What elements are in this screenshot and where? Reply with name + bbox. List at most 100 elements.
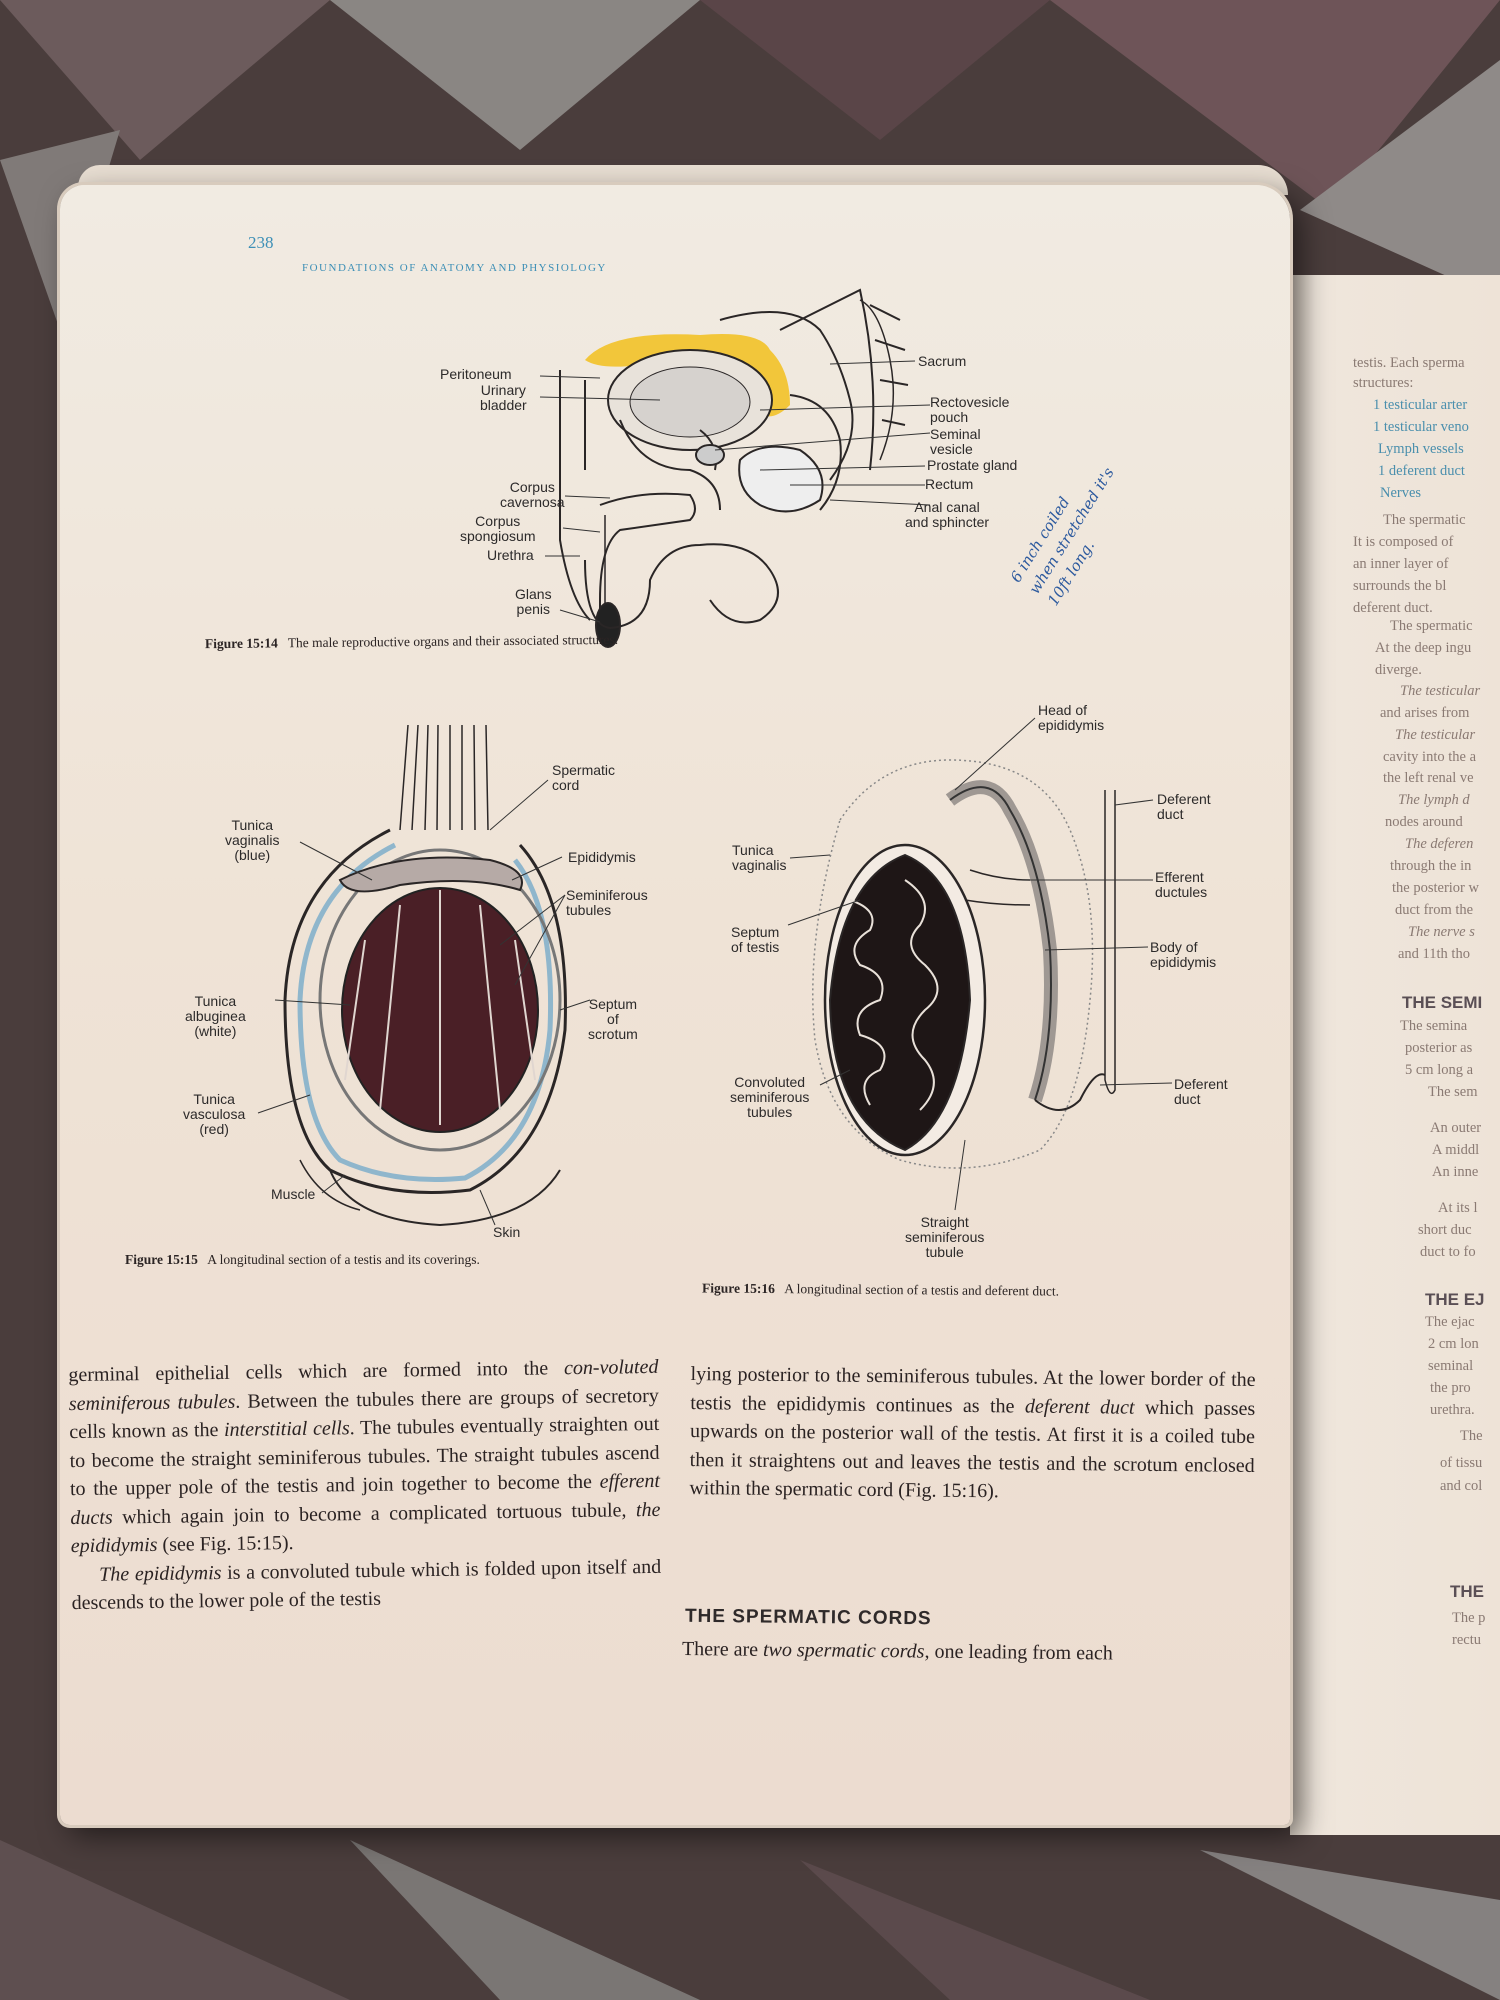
right-page-line: duct to fo xyxy=(1420,1244,1476,1260)
figure-15-15-caption: Figure 15:15 A longitudinal section of a… xyxy=(125,1252,480,1268)
right-page-line: An outer xyxy=(1430,1120,1482,1136)
label-prostate-gland: Prostate gland xyxy=(927,457,1018,473)
right-page-line: The spermatic xyxy=(1383,512,1466,528)
right-page-line: The p xyxy=(1452,1610,1486,1626)
label-epididymis: Epididymis xyxy=(568,849,636,865)
right-page-line: through the in xyxy=(1390,858,1472,874)
right-page-line: The nerve s xyxy=(1408,924,1475,940)
right-page-line: posterior as xyxy=(1405,1040,1473,1056)
right-page-line: the pro xyxy=(1430,1380,1471,1396)
term-interstitial-cells: interstitial cells xyxy=(223,1417,350,1441)
right-page-line: and arises from xyxy=(1380,705,1470,721)
right-page xyxy=(1290,275,1500,1835)
label-convoluted-seminiferous-tubules: Convoluted seminiferous tubules xyxy=(730,1074,810,1120)
right-page-line: cavity into the a xyxy=(1383,749,1477,765)
label-seminal-vesicle: Seminal vesicle xyxy=(930,426,981,457)
right-page-line: The deferen xyxy=(1405,836,1474,852)
right-page-line: and col xyxy=(1440,1478,1483,1494)
label-straight-seminiferous-tubule: Straight seminiferous tubule xyxy=(905,1214,985,1260)
right-page-line: diverge. xyxy=(1375,662,1422,678)
paragraph-epididymis: The epididymis is a convoluted tubule wh… xyxy=(71,1552,662,1617)
figure-15-15-caption-text: A longitudinal section of a testis and i… xyxy=(207,1252,480,1267)
label-septum-of-scrotum: Septum of scrotum xyxy=(588,996,638,1042)
label-seminiferous-tubules: Seminiferous tubules xyxy=(566,887,648,918)
label-rectovesicle-pouch: Rectovesicle pouch xyxy=(930,394,1010,425)
right-page-line: Lymph vessels xyxy=(1378,441,1464,457)
label-glans-penis: Glans penis xyxy=(515,586,552,617)
body-column-2: lying posterior to the seminiferous tubu… xyxy=(689,1360,1255,1508)
right-page-line: testis. Each sperma xyxy=(1353,355,1465,371)
text-run: (see Fig. 15:15). xyxy=(157,1532,294,1556)
paragraph-epididymis-continued: lying posterior to the seminiferous tubu… xyxy=(689,1360,1255,1508)
label-tunica-vaginalis: Tunica vaginalis xyxy=(732,842,787,873)
term-epididymis: The epididymis xyxy=(99,1561,222,1586)
right-page-line: An inne xyxy=(1432,1164,1479,1180)
right-page-heading-ejaculatory: THE EJ xyxy=(1425,1290,1485,1309)
label-head-of-epididymis: Head of epididymis xyxy=(1038,702,1105,733)
label-spermatic-cord: Spermatic cord xyxy=(552,762,616,793)
right-page-line: and 11th tho xyxy=(1398,946,1470,962)
right-page-line: 1 deferent duct xyxy=(1378,463,1465,479)
right-page-line: At its l xyxy=(1438,1200,1478,1216)
right-page-line: of tissu xyxy=(1440,1455,1483,1471)
body-column-1: germinal epithelial cells which are form… xyxy=(68,1353,662,1618)
right-page-line: The lymph d xyxy=(1398,792,1470,808)
right-page-line: short duc xyxy=(1418,1222,1472,1238)
paragraph-spermatic-cords: There are two spermatic cords, one leadi… xyxy=(682,1635,1257,1670)
term-deferent-duct: deferent duct xyxy=(1024,1395,1135,1419)
page-number: 238 xyxy=(248,233,274,252)
label-urethra: Urethra xyxy=(487,547,534,563)
right-page-line: The semina xyxy=(1400,1018,1468,1034)
running-head: FOUNDATIONS OF ANATOMY AND PHYSIOLOGY xyxy=(302,262,607,274)
label-deferent-duct-bottom: Deferent duct xyxy=(1174,1076,1228,1107)
figure-15-14-caption-text: The male reproductive organs and their a… xyxy=(287,631,619,651)
figure-15-16-caption-label: Figure 15:16 xyxy=(701,1280,775,1297)
heading-spermatic-cords: THE SPERMATIC CORDS xyxy=(684,1605,932,1630)
figure-15-16-caption: Figure 15:16 A longitudinal section of a… xyxy=(702,1280,1059,1299)
right-page-line: Nerves xyxy=(1380,485,1422,501)
label-rectum: Rectum xyxy=(925,476,974,492)
label-septum-of-testis: Septum of testis xyxy=(731,924,780,955)
right-page-line: rectu xyxy=(1452,1632,1481,1648)
right-page-line: duct from the xyxy=(1395,902,1474,918)
label-efferent-ductules: Efferent ductules xyxy=(1155,869,1208,900)
right-page-line: 2 cm lon xyxy=(1428,1336,1479,1352)
text-run: , one leading from each xyxy=(924,1640,1113,1665)
right-page-line: It is composed of xyxy=(1353,534,1454,550)
figure-15-16-caption-text: A longitudinal section of a testis and d… xyxy=(784,1281,1060,1299)
right-page-line: The sem xyxy=(1428,1084,1478,1100)
label-anal-canal: Anal canal and sphincter xyxy=(905,499,990,530)
paragraph-germinal-cells: germinal epithelial cells which are form… xyxy=(68,1353,661,1561)
text-run: There are xyxy=(681,1637,764,1661)
label-peritoneum: Peritoneum xyxy=(440,366,512,382)
label-urinary-bladder: Urinary bladder xyxy=(480,382,527,413)
label-body-of-epididymis: Body of epididymis xyxy=(1150,939,1217,970)
right-page-line: deferent duct. xyxy=(1353,600,1433,616)
right-page-line: nodes around xyxy=(1385,814,1463,830)
right-page-line: an inner layer of xyxy=(1353,556,1449,572)
label-sacrum: Sacrum xyxy=(918,353,967,369)
right-page-heading: THE xyxy=(1450,1582,1484,1601)
label-muscle: Muscle xyxy=(271,1186,316,1202)
text-run: which again join to become a complicated… xyxy=(112,1498,637,1529)
label-corpus-cavernosa: Corpus cavernosa xyxy=(500,479,565,510)
right-page-line: At the deep ingu xyxy=(1375,640,1472,656)
figure-15-15-caption-label: Figure 15:15 xyxy=(125,1252,198,1267)
term-two-spermatic-cords: two spermatic cords xyxy=(762,1638,925,1663)
right-page-line: seminal xyxy=(1428,1358,1474,1374)
right-page-line: The testicular xyxy=(1400,683,1481,699)
label-tunica-vasculosa-red: Tunica vasculosa (red) xyxy=(183,1091,246,1137)
right-page-line: the left renal ve xyxy=(1383,770,1474,786)
right-page-line: 1 testicular veno xyxy=(1373,419,1469,435)
right-page-line: 5 cm long a xyxy=(1405,1062,1474,1078)
right-page-line: The ejac xyxy=(1425,1314,1475,1330)
right-page-heading-seminal: THE SEMI xyxy=(1402,993,1483,1012)
text-run: germinal epithelial cells which are form… xyxy=(68,1357,565,1387)
label-tunica-vaginalis-blue: Tunica vaginalis (blue) xyxy=(225,817,280,863)
right-page-line: The xyxy=(1460,1428,1483,1444)
figure-15-14-caption-label: Figure 15:14 xyxy=(204,635,278,652)
label-tunica-albuginea-white: Tunica albuginea (white) xyxy=(185,993,246,1039)
label-corpus-spongiosum: Corpus spongiosum xyxy=(460,513,536,544)
right-page-line: surrounds the bl xyxy=(1353,578,1447,594)
right-page-line: the posterior w xyxy=(1392,880,1479,896)
